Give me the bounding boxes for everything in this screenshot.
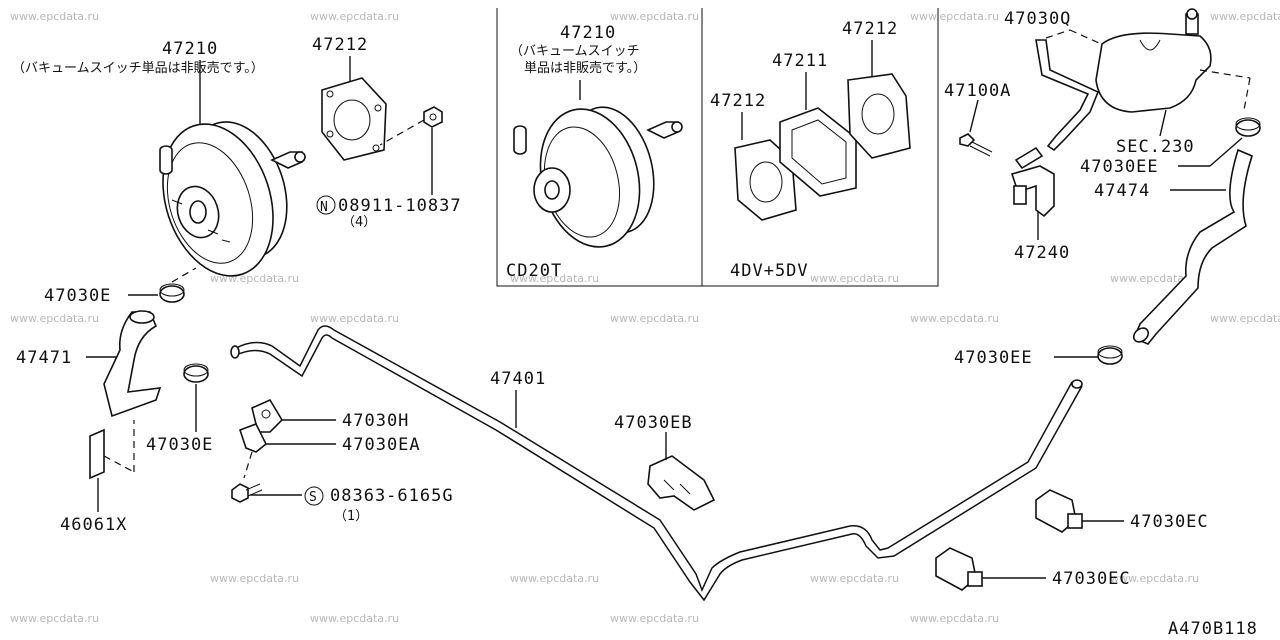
watermark: www.epcdata.ru [310,612,399,625]
watermark: www.epcdata.ru [810,272,899,285]
vacuum-tube [230,325,1083,602]
clip-ec-b [935,547,983,591]
part-label-nut[interactable]: 08911-10837 [338,196,462,216]
part-label-clip-eb[interactable]: 47030EB [614,413,693,433]
watermark: www.epcdata.ru [510,272,599,285]
part-label-tube[interactable]: 47401 [490,369,546,389]
part-label-spacer[interactable]: 47211 [772,51,828,71]
part-label-clip-ea[interactable]: 47030EA [342,435,421,455]
watermark: www.epcdata.ru [910,10,999,23]
assembly-line [171,267,197,283]
part-label-clamp-e-bot[interactable]: 47030E [146,435,213,455]
gasket-inset-b [847,73,911,159]
watermark: www.epcdata.ru [910,612,999,625]
watermark: www.epcdata.ru [1210,312,1280,325]
clamp-icon [1235,117,1261,137]
leader-line [1159,109,1167,137]
watermark: www.epcdata.ru [910,312,999,325]
part-label-clip-ec-b[interactable]: 47030EC [1052,569,1131,589]
assembly-line [1045,29,1071,39]
part-label-gasket[interactable]: 47212 [312,35,368,55]
part-label-hose-right[interactable]: 47474 [1094,181,1150,201]
part-qty: （4） [342,215,376,230]
watermarks: www.epcdata.ru www.epcdata.ru www.epcdat… [10,10,1280,625]
n-mark-icon [316,195,336,215]
part-label-gasket-a[interactable]: 47212 [710,91,766,111]
s-mark: S [309,490,318,505]
watermark: www.epcdata.ru [10,612,99,625]
section-ref[interactable]: SEC.230 [1116,137,1195,157]
variant-label-cd20t: CD20T [506,261,562,281]
watermark: www.epcdata.ru [610,312,699,325]
screw-icon [231,483,263,503]
watermark: www.epcdata.ru [310,312,399,325]
watermark: www.epcdata.ru [1210,10,1280,23]
part-label-booster[interactable]: 47210 [162,39,218,59]
watermark: www.epcdata.ru [310,10,399,23]
part-note: （バキュームスイッチ単品は非販売です。） [12,60,264,76]
protector [89,428,105,480]
brake-booster-left [159,121,306,277]
hose-right [1132,148,1253,345]
watermark: www.epcdata.ru [510,572,599,585]
part-label-clamp-ee-mid[interactable]: 47030EE [954,348,1033,368]
part-label-hose-q[interactable]: 47030Q [1004,9,1071,29]
check-valve [1010,146,1055,218]
part-label-clamp-ee[interactable]: 47030EE [1080,157,1159,177]
watermark: www.epcdata.ru [1110,572,1199,585]
watermark: www.epcdata.ru [10,312,99,325]
part-label-booster-inset[interactable]: 47210 [560,23,616,43]
variant-inset-box [496,8,939,287]
clamp-icon [159,283,185,303]
assembly-line [1243,77,1251,111]
part-label-clip-ec-a[interactable]: 47030EC [1130,512,1209,532]
assembly-line [243,451,253,479]
part-label-hose-left[interactable]: 47471 [16,348,72,368]
part-label-clamp-e[interactable]: 47030E [44,286,111,306]
assembly-line [1199,69,1251,79]
clip-ec-a [1035,489,1083,533]
assembly-line [379,119,425,146]
clamp-icon [183,363,209,383]
variant-label-4dv: 4DV+5DV [730,261,809,281]
part-label-gasket-b[interactable]: 47212 [842,19,898,39]
watermark: www.epcdata.ru [610,10,699,23]
watermark: www.epcdata.ru [210,572,299,585]
part-label-bolt[interactable]: 47100A [944,81,1011,101]
part-qty: （1） [334,509,368,524]
reservoir-tank [1095,8,1212,113]
part-label-screw[interactable]: 08363-6165G [330,486,454,506]
s-mark-icon [304,486,324,506]
diagram-code: A470B118 [1168,619,1258,639]
part-label-protector[interactable]: 46061X [60,515,127,535]
leader-line [969,99,979,133]
part-note: 単品は非販売です。） [524,60,646,76]
hose-left [103,310,162,418]
brake-booster-inset [513,106,683,248]
watermark: www.epcdata.ru [810,572,899,585]
watermark: www.epcdata.ru [10,10,99,23]
assembly-line [103,455,135,473]
bolt-icon [959,133,993,157]
spacer-inset [779,107,857,197]
part-note: （バキュームスイッチ [510,44,640,59]
n-mark: N [320,200,329,215]
clip-icon [238,398,284,453]
clamp-icon [1097,345,1123,365]
hose-top [1035,39,1100,152]
watermark: www.epcdata.ru [1110,272,1199,285]
leader-line [1209,137,1243,167]
watermark: www.epcdata.ru [610,612,699,625]
nut-icon [423,106,443,128]
part-label-clip-h[interactable]: 47030H [342,411,409,431]
gasket-left [321,77,387,161]
clip-eb [647,455,716,511]
part-label-valve[interactable]: 47240 [1014,243,1070,263]
